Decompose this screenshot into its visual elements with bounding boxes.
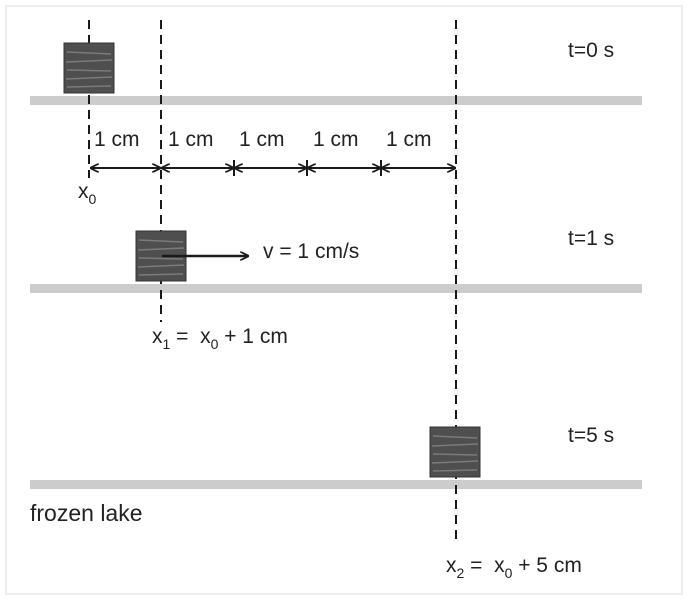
scale-label: 1 cm — [168, 128, 214, 151]
surface-label: frozen lake — [30, 500, 143, 526]
time-label-t5: t=5 s — [568, 424, 614, 447]
scale-label: 1 cm — [239, 128, 285, 151]
velocity-label: v = 1 cm/s — [263, 240, 359, 263]
ice-track-t1 — [30, 284, 642, 293]
scale-label: 1 cm — [94, 128, 140, 151]
ice-track-t0 — [30, 96, 642, 105]
ice-track-t5 — [30, 480, 642, 489]
scale-label: 1 cm — [313, 128, 359, 151]
diagram-border — [5, 5, 683, 595]
time-label-t1: t=1 s — [568, 227, 614, 250]
position-label-x1: x1 = x0 + 1 cm — [152, 325, 288, 352]
position-label-x0: x0 — [78, 180, 97, 207]
position-label-x2: x2 = x0 + 5 cm — [446, 554, 582, 581]
scale-label: 1 cm — [386, 128, 432, 151]
wooden-block-icon — [429, 426, 481, 478]
wooden-block-icon — [63, 42, 115, 94]
time-label-t0: t=0 s — [568, 39, 614, 62]
scale-bar: 1 cm 1 cm 1 cm 1 cm 1 cm — [90, 128, 455, 176]
